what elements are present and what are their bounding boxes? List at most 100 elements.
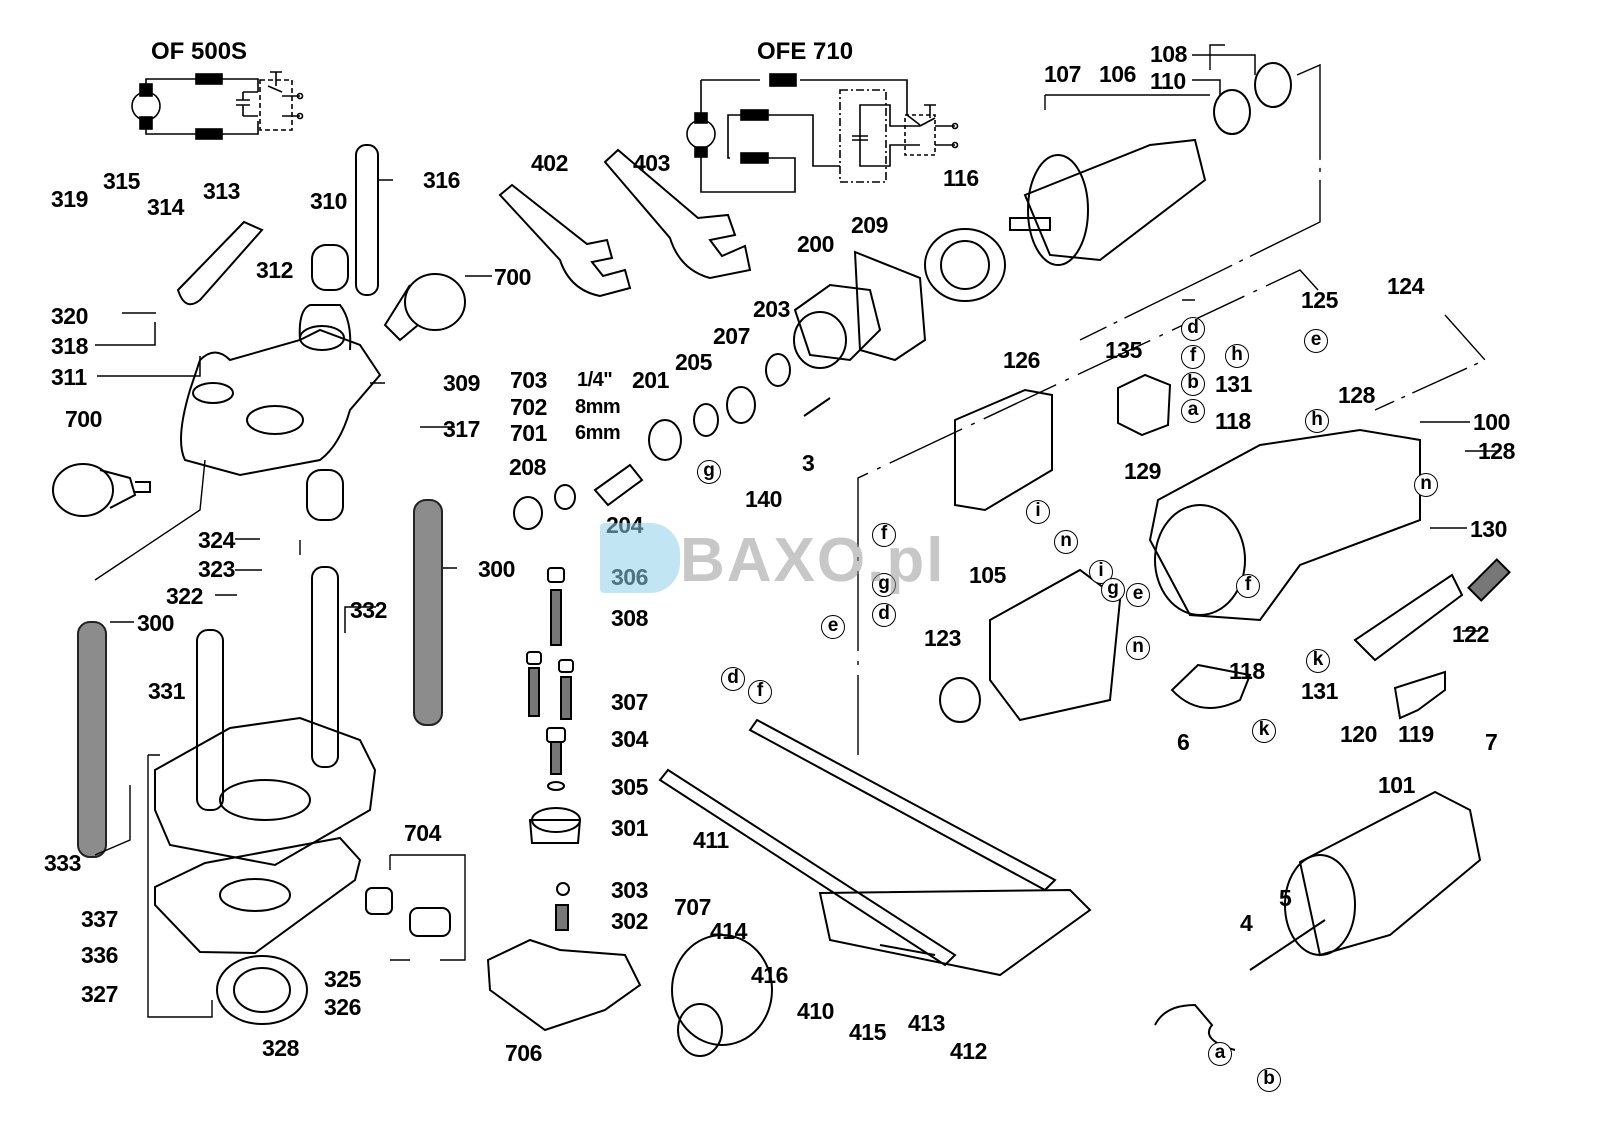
connector-n: n	[1126, 636, 1150, 660]
leader-lines	[95, 54, 1500, 633]
part-label-316: 316	[423, 167, 460, 193]
part-label-326: 326	[324, 994, 361, 1020]
part-label-413: 413	[908, 1010, 945, 1036]
connector-k: k	[1252, 719, 1276, 743]
connector-b: b	[1257, 1068, 1281, 1092]
part-label-118: 118	[1229, 658, 1265, 684]
connector-g: g	[872, 573, 896, 597]
part-label-208: 208	[509, 454, 546, 480]
part-label-118: 118	[1215, 408, 1251, 434]
part-label-415: 415	[849, 1019, 886, 1045]
part-label-306: 306	[611, 564, 648, 590]
part-label-116: 116	[943, 165, 979, 191]
part-label-105: 105	[969, 562, 1006, 588]
size-label-703: 1/4"	[577, 369, 613, 391]
part-label-333: 333	[44, 850, 81, 876]
part-label-328: 328	[262, 1035, 299, 1061]
part-label-131: 131	[1215, 371, 1252, 397]
connector-f: f	[1236, 574, 1260, 598]
connector-e: e	[821, 615, 845, 639]
part-label-322: 322	[166, 583, 203, 609]
connector-n: n	[1054, 530, 1078, 554]
part-label-100: 100	[1473, 409, 1510, 435]
part-label-305: 305	[611, 774, 648, 800]
connector-k: k	[1306, 649, 1330, 673]
part-label-201: 201	[632, 367, 669, 393]
part-label-311: 311	[51, 364, 87, 390]
connector-h: h	[1225, 344, 1249, 368]
part-label-403: 403	[633, 150, 670, 176]
part-label-125: 125	[1301, 287, 1338, 313]
size-label-702: 8mm	[575, 396, 621, 418]
part-label-314: 314	[147, 194, 184, 220]
part-label-325: 325	[324, 966, 361, 992]
part-label-130: 130	[1470, 516, 1507, 542]
part-label-300: 300	[137, 610, 174, 636]
part-label-107: 107	[1044, 61, 1081, 87]
part-label-332: 332	[350, 597, 387, 623]
part-label-4: 4	[1240, 910, 1253, 936]
part-label-320: 320	[51, 303, 88, 329]
part-label-129: 129	[1124, 458, 1161, 484]
circuit-title-ofe710: OFE 710	[757, 38, 854, 65]
connector-h: h	[1305, 409, 1329, 433]
part-label-331: 331	[148, 678, 185, 704]
part-label-700: 700	[494, 264, 531, 290]
part-label-337: 337	[81, 906, 118, 932]
part-label-205: 205	[675, 349, 712, 375]
connector-e: e	[1304, 329, 1328, 353]
part-label-135: 135	[1105, 337, 1142, 363]
circuit-title-of500s: OF 500S	[151, 38, 248, 65]
connector-g: g	[1101, 578, 1125, 602]
part-label-302: 302	[611, 908, 648, 934]
part-label-702: 702	[510, 394, 547, 420]
part-label-411: 411	[693, 827, 729, 853]
part-label-700: 700	[65, 406, 102, 432]
part-label-204: 204	[606, 512, 643, 538]
part-label-315: 315	[103, 168, 140, 194]
part-label-310: 310	[310, 188, 347, 214]
part-label-416: 416	[751, 962, 788, 988]
part-label-706: 706	[505, 1040, 542, 1066]
part-label-313: 313	[203, 178, 240, 204]
part-label-312: 312	[256, 257, 293, 283]
part-label-300: 300	[478, 556, 515, 582]
part-label-412: 412	[950, 1038, 987, 1064]
connector-i: i	[1026, 500, 1050, 524]
connector-g: g	[697, 460, 721, 484]
part-label-131: 131	[1301, 678, 1338, 704]
router-base-housing	[52, 144, 466, 1025]
part-label-707: 707	[674, 894, 711, 920]
part-label-410: 410	[797, 998, 834, 1024]
part-label-128: 128	[1478, 438, 1515, 464]
parallel-guide	[486, 718, 1092, 1057]
part-label-304: 304	[611, 726, 648, 752]
part-label-200: 200	[797, 231, 834, 257]
spindle-components	[513, 228, 1006, 931]
assembly-outlines	[94, 44, 1487, 1018]
connector-f: f	[1181, 345, 1205, 369]
part-label-3: 3	[802, 450, 815, 476]
connector-a: a	[1181, 399, 1205, 423]
part-label-5: 5	[1279, 885, 1292, 911]
of500s-circuit-schematic	[131, 71, 304, 140]
part-label-110: 110	[1150, 68, 1186, 94]
part-label-317: 317	[443, 416, 480, 442]
connector-b: b	[1181, 372, 1205, 396]
connector-n: n	[1414, 473, 1438, 497]
part-label-327: 327	[81, 981, 118, 1007]
connector-d: d	[721, 667, 745, 691]
part-label-123: 123	[924, 625, 961, 651]
part-label-6: 6	[1177, 729, 1190, 755]
part-label-122: 122	[1452, 621, 1489, 647]
part-label-119: 119	[1398, 721, 1434, 747]
part-label-703: 703	[510, 367, 547, 393]
part-label-319: 319	[51, 186, 88, 212]
part-label-324: 324	[198, 527, 235, 553]
part-label-323: 323	[198, 556, 235, 582]
part-label-336: 336	[81, 942, 118, 968]
part-label-303: 303	[611, 877, 648, 903]
part-label-318: 318	[51, 333, 88, 359]
part-label-124: 124	[1387, 273, 1424, 299]
